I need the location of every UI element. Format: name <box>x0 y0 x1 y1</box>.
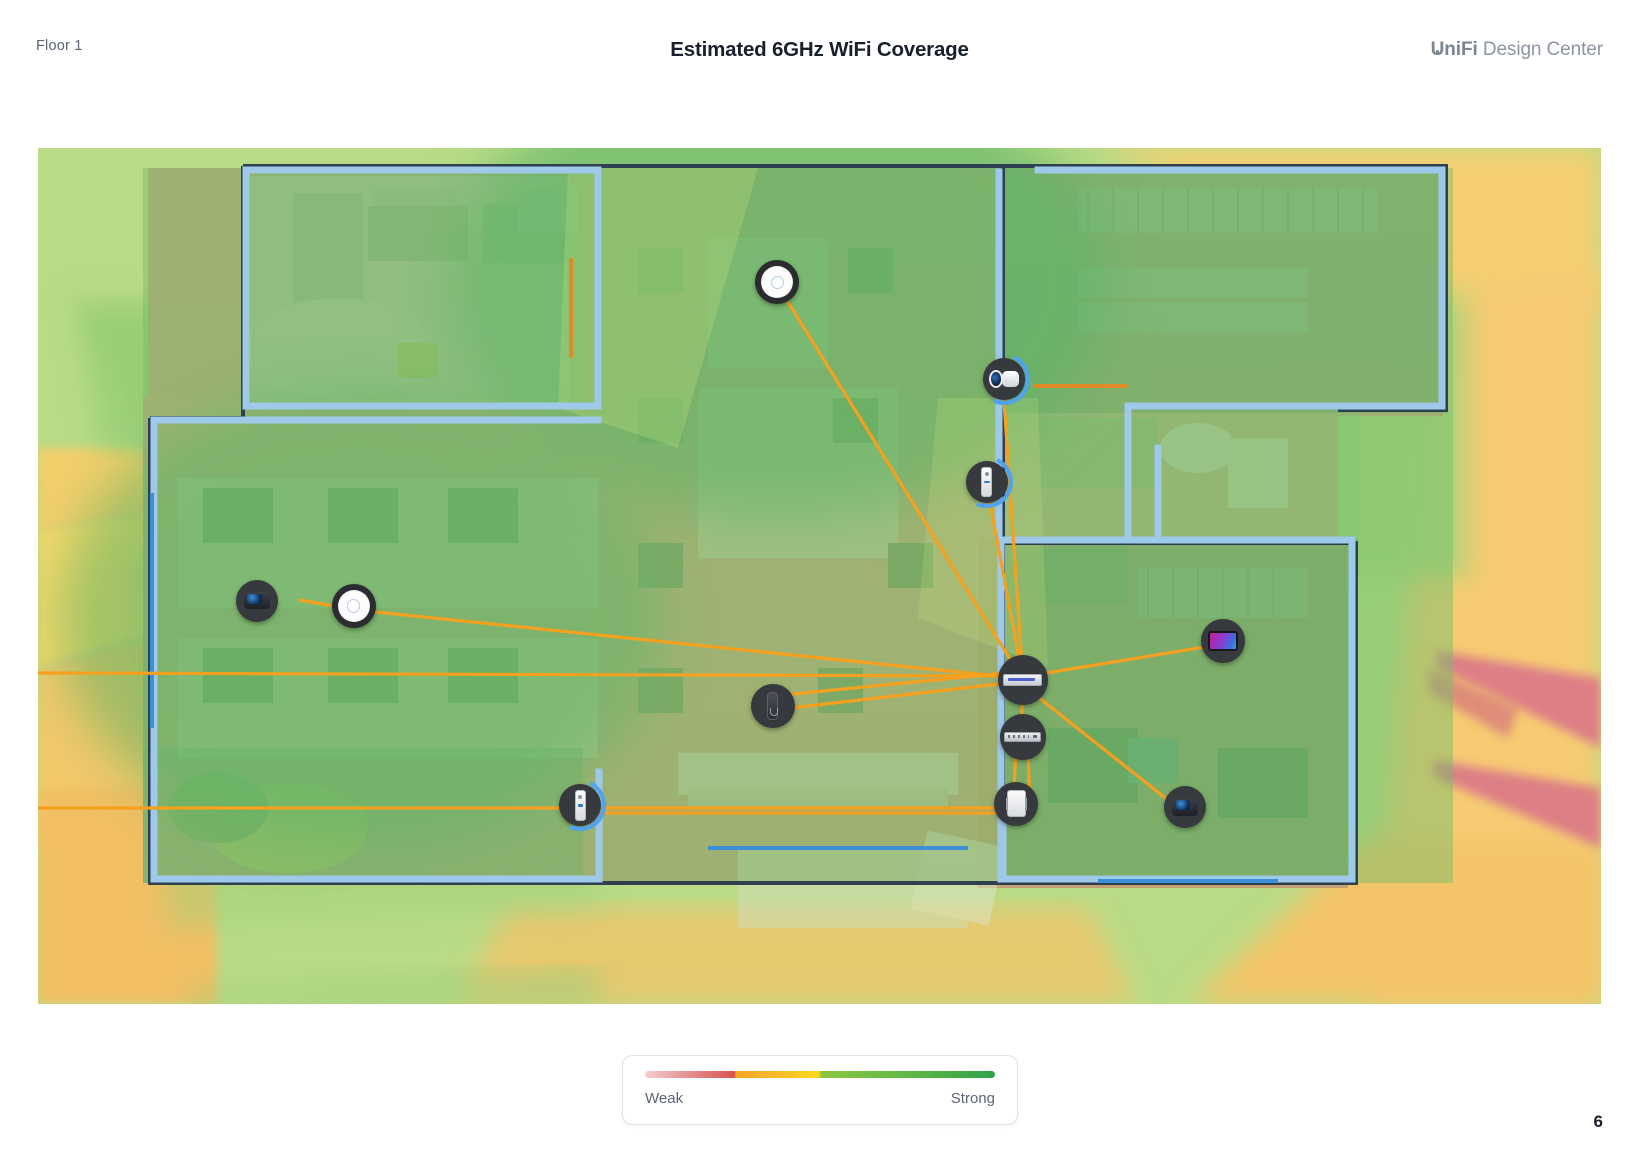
legend-labels: Weak Strong <box>645 1090 995 1107</box>
ups-icon <box>1005 790 1028 818</box>
coverage-heatmap-svg <box>38 148 1601 1004</box>
access-point-icon <box>761 266 794 299</box>
network-switch-icon <box>1003 673 1043 686</box>
brand-suffix-text: Design Center <box>1477 39 1603 60</box>
legend-strong-label: Strong <box>950 1090 995 1107</box>
brand-u-glyph: U <box>1430 39 1445 60</box>
device-ups-1[interactable] <box>994 781 1039 826</box>
camera-dome-icon <box>1172 798 1199 816</box>
signal-strength-legend: Weak Strong <box>622 1055 1018 1125</box>
floor-label: Floor 1 <box>36 38 83 54</box>
camera-bullet-icon <box>989 370 1019 388</box>
wall-accent <box>150 493 1278 883</box>
signal-gradient-bar <box>645 1071 995 1078</box>
device-access-point-2[interactable] <box>331 583 376 628</box>
device-router-1[interactable] <box>999 713 1046 760</box>
speaker-icon <box>766 692 779 720</box>
device-access-point-1[interactable] <box>755 260 800 305</box>
page-number: 6 <box>1593 1112 1603 1131</box>
heat-field-indoor <box>58 148 1453 883</box>
device-camera-bullet-1[interactable] <box>970 345 1038 413</box>
gateway-router-icon <box>1004 732 1042 742</box>
display-icon <box>1207 631 1238 651</box>
brand-unifi-text: niFi <box>1444 39 1478 60</box>
device-in-wall-ap-2[interactable] <box>547 772 614 839</box>
in-wall-ap-icon <box>574 790 586 821</box>
access-point-icon <box>337 589 370 622</box>
page-title: Estimated 6GHz WiFi Coverage <box>670 38 969 61</box>
in-wall-ap-icon <box>981 466 993 497</box>
device-camera-dome-2[interactable] <box>1164 786 1207 829</box>
legend-weak-label: Weak <box>645 1090 684 1107</box>
floorplan-heatmap[interactable] <box>38 148 1601 1004</box>
device-switch-1[interactable] <box>997 654 1048 705</box>
device-camera-dome-1[interactable] <box>235 579 278 622</box>
device-display-1[interactable] <box>1200 619 1245 664</box>
camera-dome-icon <box>243 592 270 610</box>
door-markers <box>569 258 1128 388</box>
device-in-wall-ap-1[interactable] <box>953 448 1021 516</box>
brand-logo: UniFi Design Center <box>1431 39 1603 61</box>
device-speaker-1[interactable] <box>750 684 795 729</box>
page-header: Floor 1 Estimated 6GHz WiFi Coverage Uni… <box>0 0 1639 100</box>
wall-fill <box>150 166 1446 883</box>
